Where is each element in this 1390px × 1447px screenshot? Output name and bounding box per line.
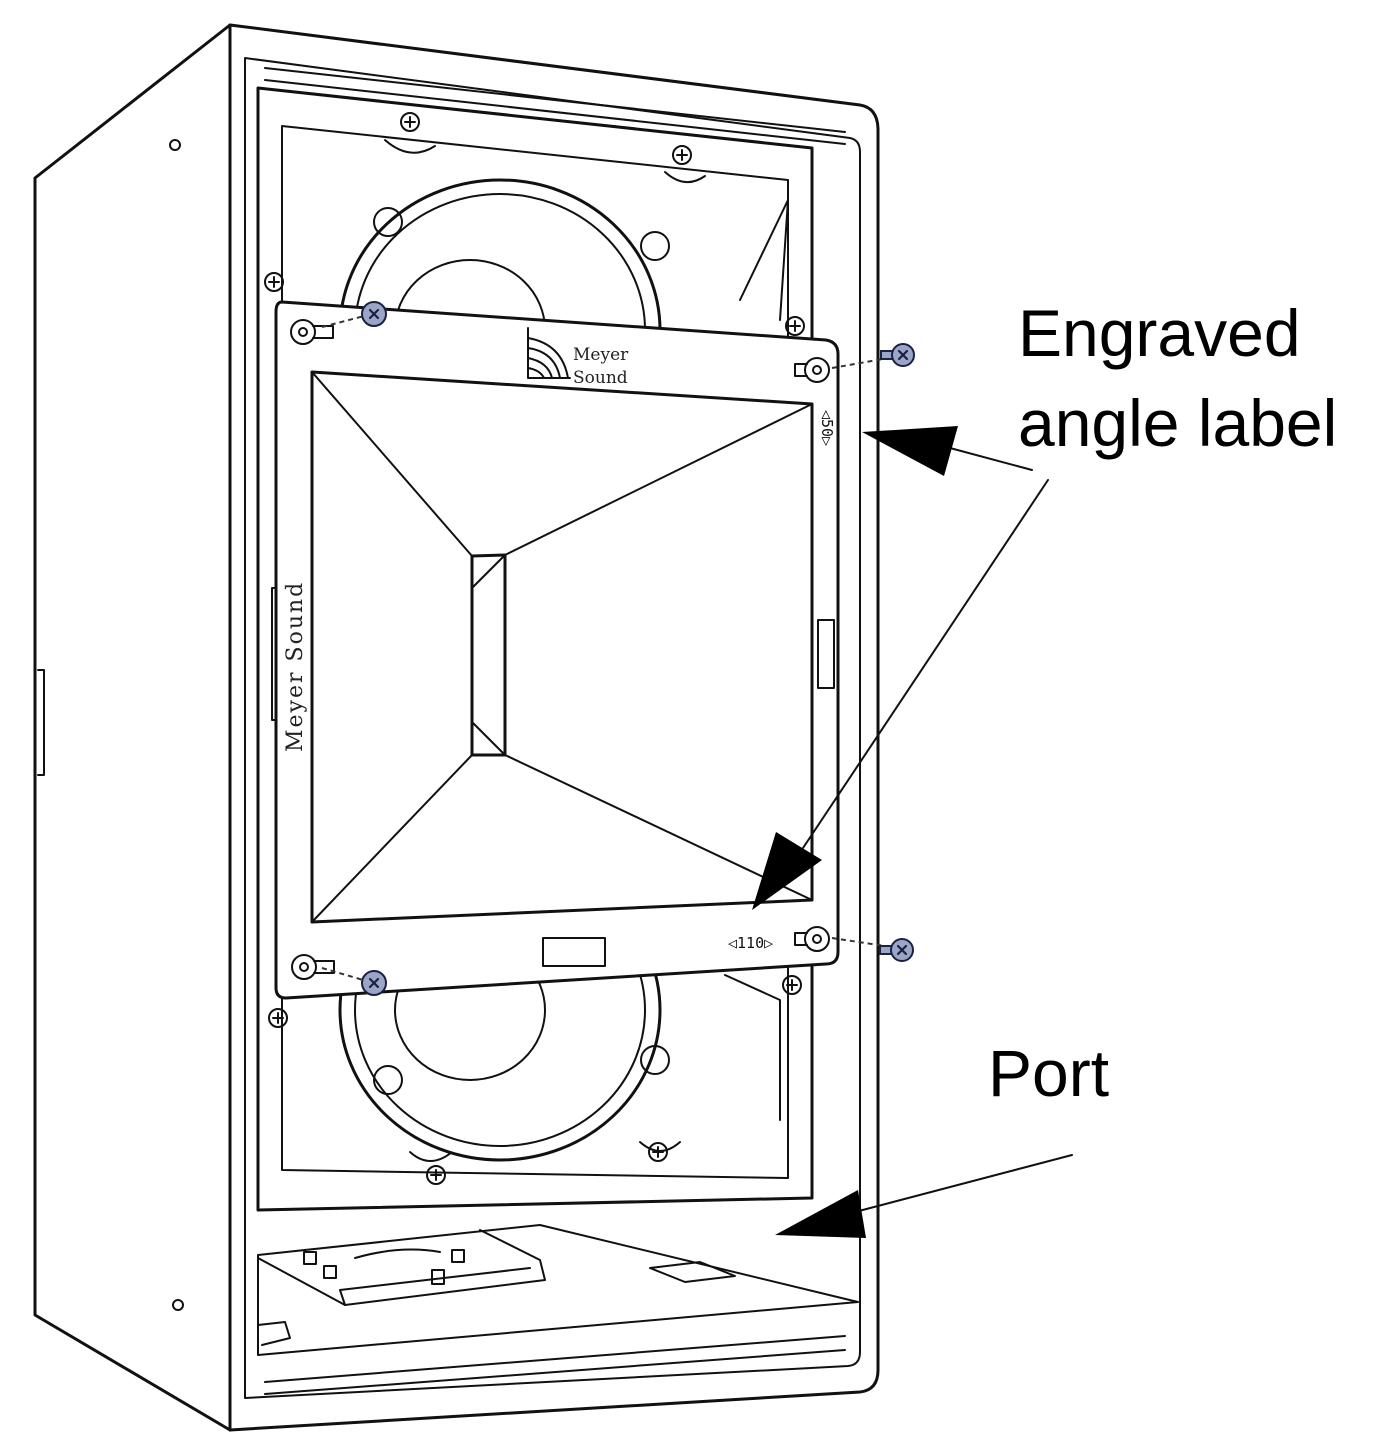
callout-engraved-line1: Engraved [1018,296,1301,370]
angle-label-horizontal: ◁110▷ [728,934,773,952]
horn-mounting-holes [290,319,830,980]
horn-brand-line2: Sound [573,368,628,388]
horn-plate [271,300,840,1000]
recess-wedges [724,199,789,1121]
callout-arrows [752,426,1073,1238]
screw-icon [880,343,915,367]
side-brand-engraving: Meyer Sound [283,581,308,752]
port-area [257,1224,859,1356]
screw-icon [879,938,914,962]
logo-mark-icon [527,327,571,379]
horn-screws [321,301,915,996]
frame-screws [264,112,805,1185]
screw-icon [361,301,387,327]
horn-brand-line1: Meyer [573,345,629,365]
horn-brand-logo: Meyer Sound [527,327,629,388]
callout-engraved-line2: angle label [1018,386,1337,460]
callout-port: Port [988,1036,1109,1110]
screw-icon [361,970,387,996]
cabinet-side-panel [33,23,232,1432]
angle-label-vertical: ◁50▷ [818,410,836,446]
